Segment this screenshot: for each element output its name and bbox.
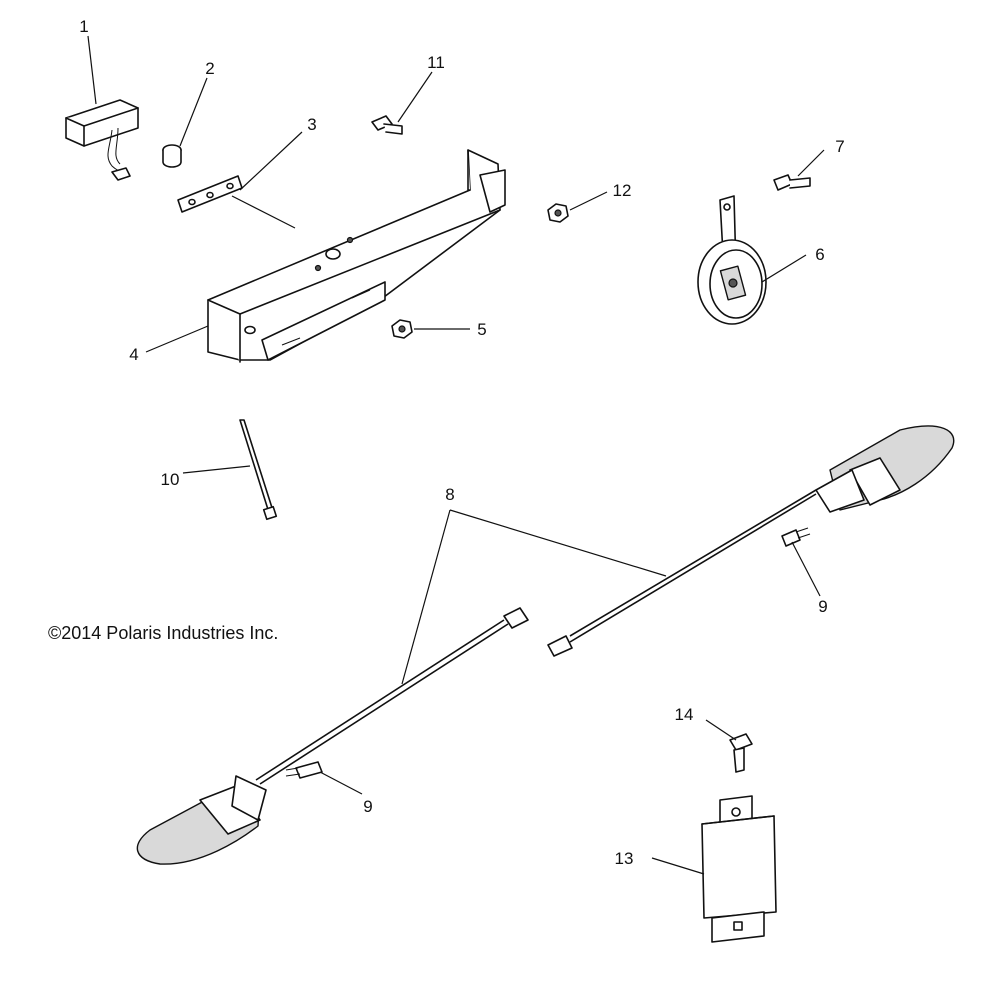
callout-1: 1 [79,17,88,36]
callout-9-upper: 9 [818,597,827,616]
callout-9-lower: 9 [363,797,372,816]
callout-8: 8 [445,485,454,504]
callout-4: 4 [129,345,138,364]
part-14-bolt [729,733,753,773]
callout-14: 14 [675,705,694,724]
part-9-screw-upper [781,527,811,547]
copyright-text: ©2014 Polaris Industries Inc. [48,623,278,643]
callout-13: 13 [615,849,634,868]
callout-7: 7 [835,137,844,156]
leader-lines [87,35,825,875]
callout-10: 10 [161,470,180,489]
part-7-bolt [773,174,811,191]
part-8-turn-signal-lower [136,607,529,865]
part-10-cable-tie [239,419,278,521]
part-12-nut [547,203,569,223]
part-5-nut [391,319,413,339]
part-13-flasher-module [701,795,777,943]
part-9-screw-lower [285,761,323,779]
callout-5: 5 [477,320,486,339]
callout-12: 12 [613,181,632,200]
part-6-horn [697,195,767,325]
part-4-bracket [207,149,506,363]
callout-11: 11 [427,53,445,72]
callout-2: 2 [205,59,214,78]
part-2-bushing [162,144,182,168]
callout-6: 6 [815,245,824,264]
part-11-bolt [371,115,403,135]
part-3-mount-plate [177,175,243,213]
part-1-connector-block [65,99,139,181]
part-8-turn-signal-upper [547,425,955,657]
callout-3: 3 [307,115,316,134]
